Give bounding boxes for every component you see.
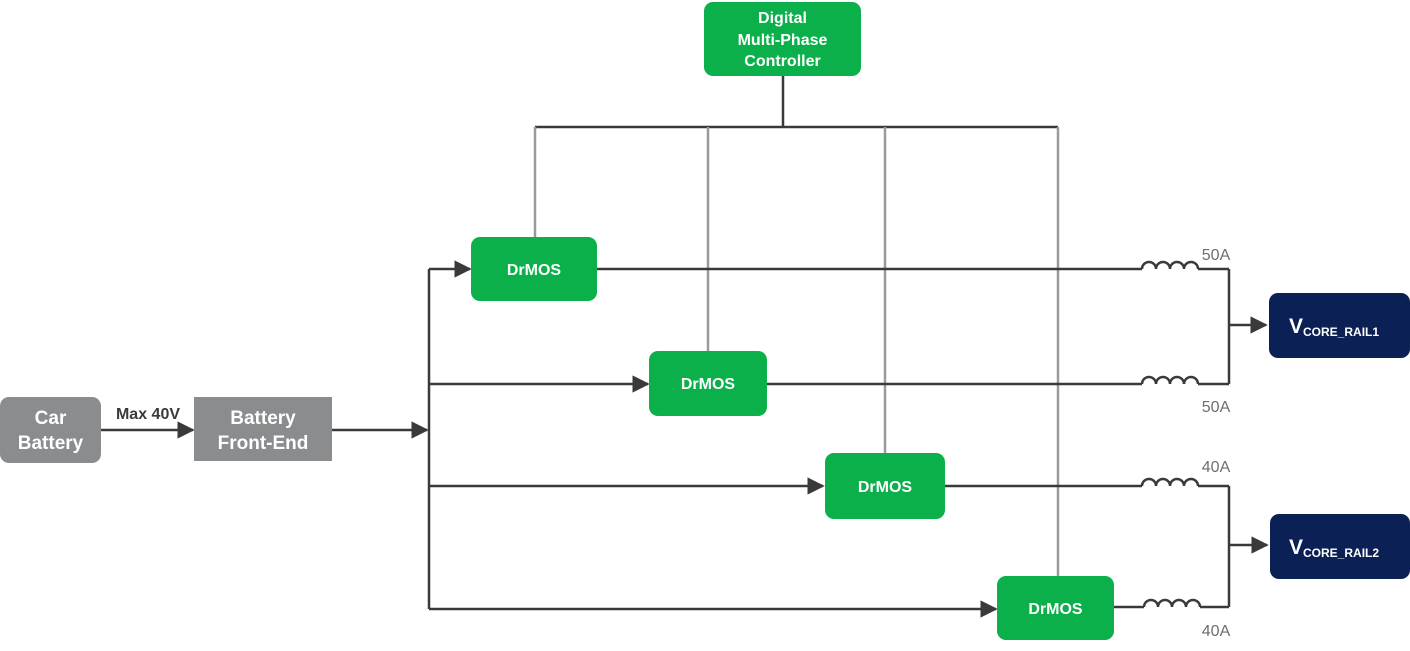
controller-box: Digital Multi-Phase Controller [704, 2, 861, 76]
battery-front-end-label-line2: Front-End [218, 433, 309, 454]
input-voltage-label: Max 40V [116, 406, 180, 423]
controller-label-line1: Digital [758, 10, 807, 27]
rail1-box: VCORE_RAIL1 [1269, 293, 1410, 358]
svg-text:VCORE_RAIL1: VCORE_RAIL1 [1289, 315, 1379, 339]
phase-4-output [1114, 598, 1229, 609]
inductor-icon [1140, 477, 1200, 487]
battery-front-end-label-line1: Battery [230, 408, 296, 429]
rail2-label-sub: CORE_RAIL2 [1303, 546, 1379, 560]
controller-drop-lines [533, 127, 1060, 576]
rail1-label-sub: CORE_RAIL1 [1303, 325, 1379, 339]
controller-label-line3: Controller [744, 53, 820, 70]
drmos-box-4: DrMOS [997, 576, 1114, 640]
car-battery-box: Car Battery [0, 397, 101, 463]
drmos-label: DrMOS [507, 262, 562, 279]
rail2-label-main: V [1289, 536, 1303, 559]
battery-front-end-box: Battery Front-End [194, 397, 332, 461]
drmos-box-2: DrMOS [649, 351, 767, 416]
drmos-box-1: DrMOS [471, 237, 597, 301]
drmos-label: DrMOS [858, 479, 913, 496]
phase-1-output [597, 260, 1229, 271]
phase-2-output [767, 375, 1229, 386]
car-battery-label-line2: Battery [18, 433, 84, 454]
output-paths [597, 260, 1269, 609]
rail2-box: VCORE_RAIL2 [1270, 514, 1410, 579]
drmos-label: DrMOS [1028, 601, 1083, 618]
current-label-2: 50A [1202, 399, 1231, 416]
inductor-icon [1142, 598, 1202, 608]
input-path [101, 260, 998, 618]
current-label-1: 50A [1202, 247, 1231, 264]
current-label-4: 40A [1202, 623, 1231, 640]
current-label-3: 40A [1202, 459, 1231, 476]
controller-bus [535, 76, 1058, 129]
inductor-icon [1140, 260, 1200, 270]
car-battery-label-line1: Car [35, 408, 67, 429]
controller-label-line2: Multi-Phase [738, 32, 828, 49]
inductor-icon [1140, 375, 1200, 385]
drmos-box-3: DrMOS [825, 453, 945, 519]
svg-text:VCORE_RAIL2: VCORE_RAIL2 [1289, 536, 1379, 560]
rail1-label-main: V [1289, 315, 1303, 338]
drmos-label: DrMOS [681, 376, 736, 393]
phase-3-output [945, 477, 1229, 488]
